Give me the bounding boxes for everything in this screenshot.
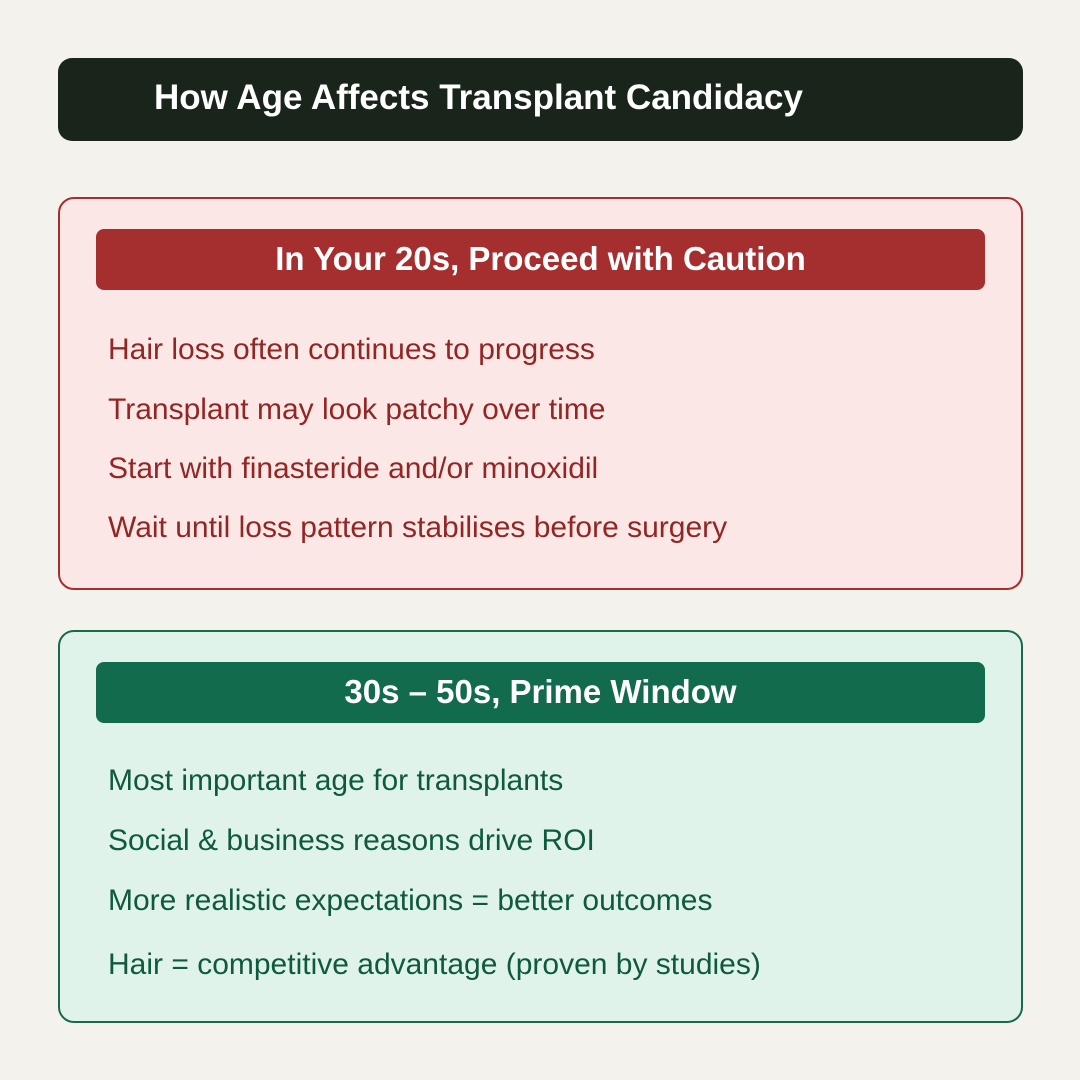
- prime-window-list-item: Hair = competitive advantage (proven by …: [108, 948, 761, 981]
- prime-window-list-item: More realistic expectations = better out…: [108, 884, 713, 917]
- caution-list-item: Transplant may look patchy over time: [108, 393, 606, 426]
- prime-window-card: 30s – 50s, Prime Window Most important a…: [58, 630, 1023, 1023]
- prime-window-list-item: Social & business reasons drive ROI: [108, 824, 595, 857]
- title-banner: How Age Affects Transplant Candidacy: [58, 58, 1023, 141]
- prime-window-card-heading: 30s – 50s, Prime Window: [96, 662, 985, 723]
- caution-card-heading: In Your 20s, Proceed with Caution: [96, 229, 985, 290]
- caution-list-item: Start with finasteride and/or minoxidil: [108, 452, 599, 485]
- caution-list-item: Hair loss often continues to progress: [108, 333, 595, 366]
- page-title: How Age Affects Transplant Candidacy: [154, 78, 803, 117]
- prime-window-list-item: Most important age for transplants: [108, 764, 564, 797]
- caution-list-item: Wait until loss pattern stabilises befor…: [108, 511, 728, 544]
- caution-card-20s: In Your 20s, Proceed with Caution Hair l…: [58, 197, 1023, 590]
